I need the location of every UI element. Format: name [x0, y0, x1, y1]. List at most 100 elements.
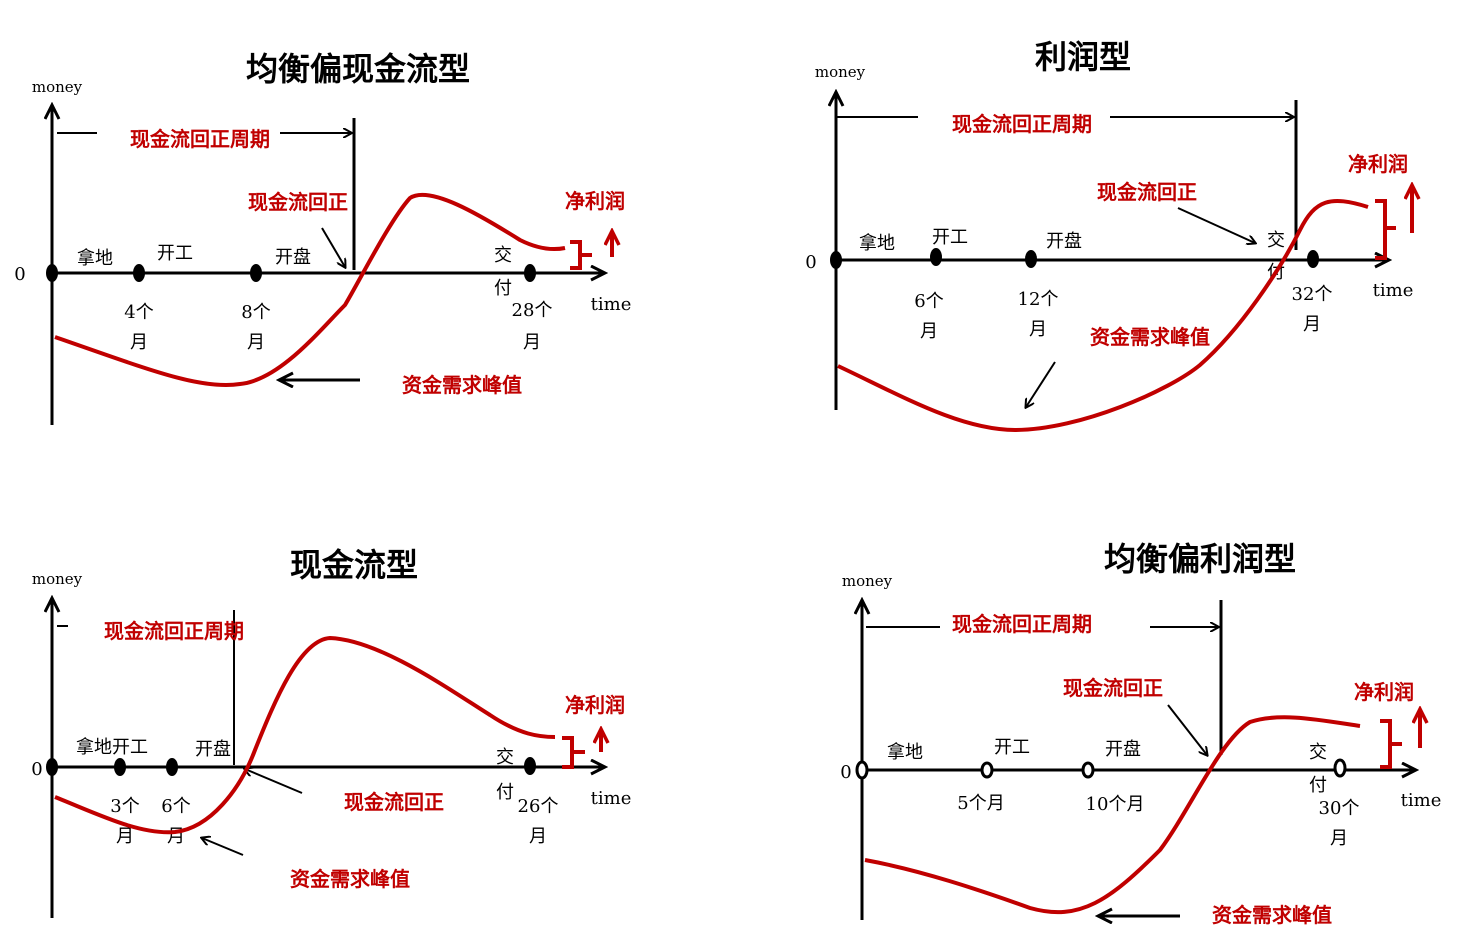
origin-label: 0 — [31, 759, 42, 780]
breakeven-label: 现金流回正 — [248, 190, 348, 214]
stage-delivery: 交 — [1267, 230, 1285, 251]
stage-sales-open: 开盘 — [195, 739, 231, 760]
profit-brace — [562, 736, 585, 769]
panel-title: 均衡偏现金流型 — [246, 50, 470, 88]
month-label: 12个 — [1018, 289, 1059, 310]
month-label: 月 — [1330, 828, 1348, 849]
y-axis-label: money — [815, 63, 866, 81]
milestone-dot — [166, 758, 178, 776]
milestone-dot — [524, 757, 536, 775]
month-label: 10个月 — [1086, 794, 1145, 815]
milestone-dot — [1025, 250, 1037, 268]
peak-arrow — [202, 838, 244, 856]
month-label: 30个 — [1319, 798, 1360, 819]
month-label: 26个 — [518, 796, 559, 817]
month-label: 4个 — [124, 302, 153, 323]
milestone-dot — [250, 264, 262, 282]
breakeven-label: 现金流回正 — [1097, 180, 1197, 204]
breakeven-label: 现金流回正 — [344, 790, 444, 814]
month-label: 5个月 — [957, 793, 1004, 814]
period-label: 现金流回正周期 — [952, 612, 1092, 636]
month-label: 28个 — [512, 300, 553, 321]
stage-delivery: 交 — [496, 747, 514, 768]
net-profit-label: 净利润 — [1354, 680, 1414, 704]
stage-delivery: 交 — [494, 245, 512, 266]
panel-title: 现金流型 — [290, 546, 418, 584]
y-axis-label: money — [32, 570, 83, 588]
panel-title: 均衡偏利润型 — [1104, 540, 1296, 578]
origin-label: 0 — [14, 264, 25, 285]
milestone-dot — [524, 264, 536, 282]
cashflow-curve — [864, 715, 1361, 915]
panel-cashflow: 现金流型 money 0 time 拿地开工 开盘 交 付 3个 月 6个 月 … — [31, 546, 631, 918]
breakeven-arrow — [1167, 704, 1207, 755]
milestone-dot — [46, 264, 58, 282]
month-label: 月 — [247, 332, 265, 353]
milestone-circle — [1081, 761, 1095, 779]
cashflow-curve — [54, 192, 566, 388]
net-profit-label: 净利润 — [565, 189, 625, 213]
stage-construction: 开工 — [994, 737, 1030, 758]
month-label: 月 — [920, 321, 938, 342]
milestone-circle — [980, 761, 994, 779]
y-axis-label: money — [842, 572, 893, 590]
month-label: 6个 — [914, 291, 943, 312]
panel-balanced-profit: 均衡偏利润型 money 0 time 拿地 开工 开盘 交 付 5个月 10个… — [840, 540, 1441, 927]
month-label: 月 — [523, 332, 541, 353]
breakeven-arrow — [321, 227, 345, 267]
net-profit-label: 净利润 — [1348, 152, 1408, 176]
month-label: 月 — [529, 826, 547, 847]
x-axis-label: time — [1401, 790, 1442, 811]
period-label: 现金流回正周期 — [952, 112, 1092, 136]
stage-delivery: 付 — [494, 278, 512, 299]
milestone-circle — [1333, 758, 1347, 778]
milestone-dot — [46, 758, 58, 776]
milestone-dot — [930, 248, 942, 266]
period-label: 现金流回正周期 — [130, 127, 270, 151]
origin-label: 0 — [840, 762, 851, 783]
stage-construction: 开工 — [932, 227, 968, 248]
profit-brace — [1375, 199, 1396, 260]
month-label: 6个 — [161, 796, 190, 817]
milestone-circle — [855, 760, 869, 780]
breakeven-label: 现金流回正 — [1063, 676, 1163, 700]
milestone-dot — [114, 758, 126, 776]
x-axis-label: time — [1373, 280, 1414, 301]
stage-construction: 开工 — [157, 243, 193, 264]
peak-demand-label: 资金需求峰值 — [402, 373, 522, 397]
stage-land: 拿地 — [859, 232, 895, 254]
stage-land: 拿地 — [77, 247, 113, 269]
x-axis-label: time — [591, 294, 632, 315]
cashflow-curve — [54, 635, 556, 835]
breakeven-arrow — [245, 769, 303, 794]
period-label: 现金流回正周期 — [104, 619, 244, 643]
net-profit-label: 净利润 — [565, 693, 625, 717]
stage-delivery: 付 — [1309, 775, 1327, 796]
peak-demand-label: 资金需求峰值 — [290, 867, 410, 891]
month-label: 月 — [1029, 319, 1047, 340]
stage-sales-open: 开盘 — [1046, 231, 1082, 252]
stage-sales-open: 开盘 — [275, 247, 311, 268]
profit-brace — [570, 240, 592, 270]
x-axis-label: time — [591, 788, 632, 809]
month-label: 8个 — [241, 302, 270, 323]
peak-demand-label: 资金需求峰值 — [1212, 903, 1332, 927]
breakeven-arrow — [1177, 207, 1255, 243]
y-axis-label: money — [32, 78, 83, 96]
month-label: 3个 — [110, 796, 139, 817]
origin-label: 0 — [805, 252, 816, 273]
panel-balanced-cashflow: 均衡偏现金流型 money 0 time 拿地 开工 开盘 交 付 4个 月 8… — [14, 50, 631, 425]
cashflow-curve — [837, 199, 1369, 433]
month-label: 32个 — [1292, 284, 1333, 305]
panel-title: 利润型 — [1035, 38, 1131, 76]
month-label: 月 — [116, 826, 134, 847]
panel-profit: 利润型 money 0 time 拿地 开工 开盘 交 付 6个 月 12个 月… — [805, 38, 1414, 433]
stage-sales-open: 开盘 — [1105, 739, 1141, 760]
milestone-dot — [133, 264, 145, 282]
stage-delivery: 付 — [496, 782, 514, 803]
stage-land: 拿地 — [887, 741, 923, 763]
peak-arrow — [1026, 361, 1056, 407]
month-label: 月 — [1303, 314, 1321, 335]
stage-land-construction: 拿地开工 — [76, 736, 148, 758]
